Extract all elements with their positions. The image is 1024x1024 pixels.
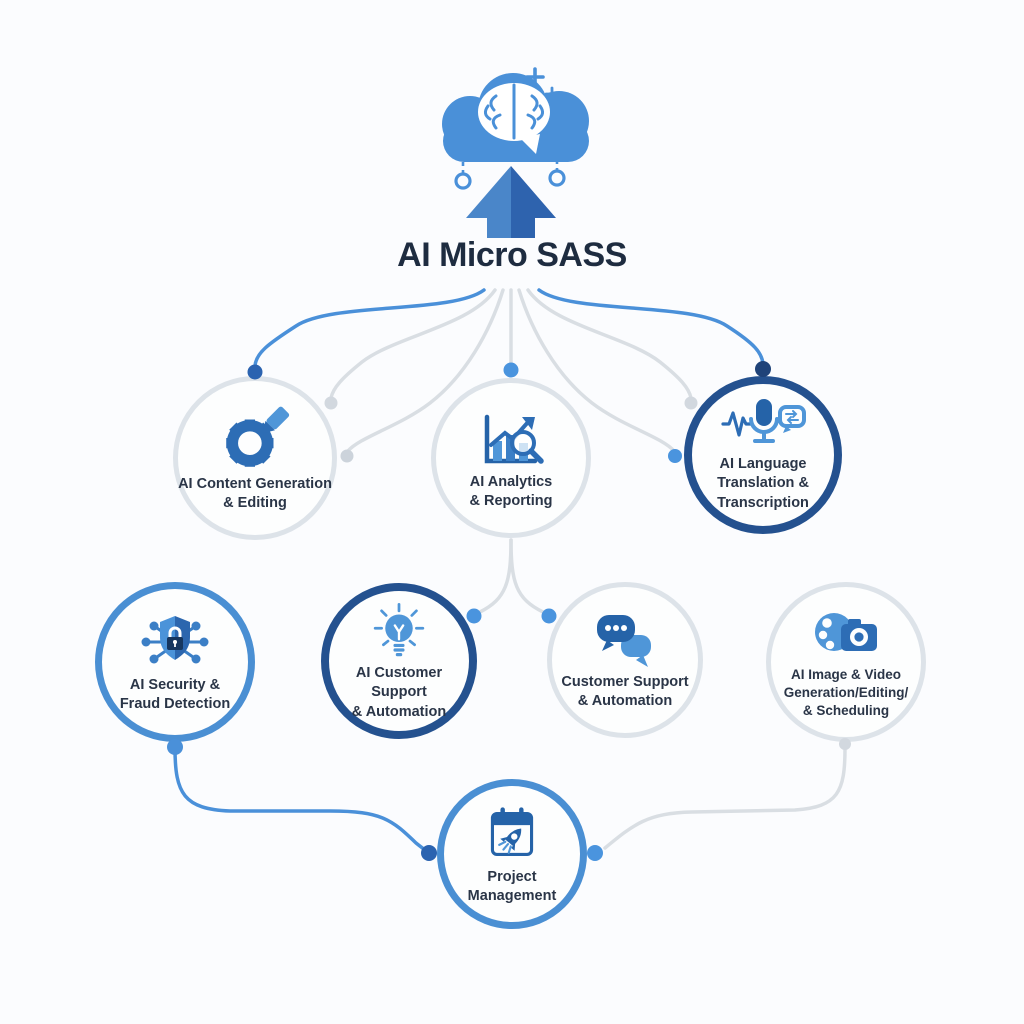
node-ai-security: AI Security & Fraud Detection (95, 582, 255, 742)
palette-camera-icon (815, 613, 877, 652)
dot-language-left (668, 449, 682, 463)
node-label: AI Image & Video Generation/Editing/ & S… (783, 667, 909, 718)
connector-title-to-content (253, 288, 486, 368)
dot-project-right (587, 845, 603, 861)
node-ai-customer-support: AI Customer Support & Automation (321, 583, 477, 739)
node-label: Customer Support & Automation (561, 673, 689, 709)
node-customer-support: Customer Support & Automation (547, 582, 703, 738)
dot-floating-left (324, 396, 338, 410)
dot-content-right (340, 449, 354, 463)
waveform-mic-chat-icon (721, 399, 806, 444)
node-label: AI Content Generation & Editing (178, 475, 332, 511)
connector-title-to-floating-right (526, 288, 693, 400)
node-ai-analytics: AI Analytics & Reporting (431, 378, 591, 538)
connector-image-to-project (603, 746, 847, 850)
connector-title-to-language (537, 288, 765, 366)
analytics-chart-icon (484, 414, 544, 464)
dot-analytics-top (503, 362, 519, 378)
connector-analytics-to-ai-customer (478, 538, 513, 614)
node-label: AI Language Translation & Transcription (717, 456, 809, 511)
shield-lock-icon (141, 615, 209, 664)
dot-fork-right (541, 608, 557, 624)
connector-security-to-project (173, 746, 430, 854)
calendar-rocket-icon (490, 807, 534, 856)
connector-title-to-floating-left (329, 288, 497, 400)
node-ai-language-translation: AI Language Translation & Transcription (684, 376, 842, 534)
node-project-management: Project Management (437, 779, 587, 929)
dot-floating-right (684, 396, 698, 410)
diagram-title: AI Micro SASS (397, 236, 627, 274)
node-label: AI Customer Support & Automation (351, 665, 447, 720)
node-label: Project Management (467, 868, 557, 904)
node-label: AI Analytics & Reporting (469, 473, 553, 509)
gear-pen-icon (226, 406, 290, 467)
chat-bubbles-icon (597, 614, 651, 667)
lightbulb-icon (373, 603, 425, 657)
node-label: AI Security & Fraud Detection (119, 676, 231, 712)
brain-shape (478, 83, 550, 154)
dot-fork-left (466, 608, 482, 624)
dot-language-top (755, 361, 771, 377)
dot-project-left (421, 845, 437, 861)
node-ai-image-video: AI Image & Video Generation/Editing/ & S… (766, 582, 926, 742)
hanging-ring-icon (454, 160, 566, 190)
connector-analytics-to-customer (509, 538, 545, 614)
node-ai-content-generation: AI Content Generation & Editing (173, 376, 337, 540)
cloud-brain-icon (442, 67, 589, 190)
up-arrow-icon (466, 166, 556, 238)
